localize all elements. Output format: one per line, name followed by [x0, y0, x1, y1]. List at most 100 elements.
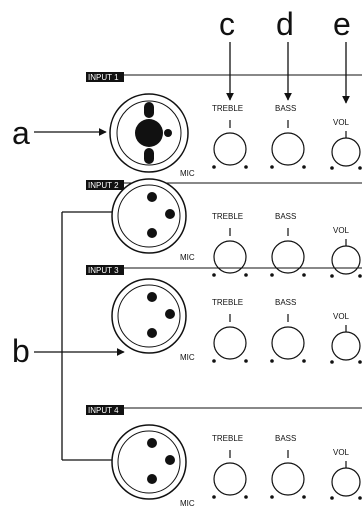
channel-tag-background — [86, 265, 124, 275]
knob-max-dot — [244, 165, 248, 169]
knob-label-vol: VOL — [333, 312, 350, 321]
channel-strip-4: INPUT 4 MIC TREBLE BASS VOL — [86, 405, 362, 508]
bass-knob[interactable] — [270, 120, 306, 169]
xlr-pin-3 — [147, 228, 157, 238]
knob-min-dot — [270, 359, 274, 363]
xlr-jack[interactable] — [111, 278, 187, 354]
knob-circle — [331, 331, 361, 361]
knob-label-treble: TREBLE — [212, 298, 243, 307]
knob-circle — [213, 132, 247, 166]
knob-min-dot — [330, 166, 334, 170]
knob-min-dot — [270, 495, 274, 499]
channel-tag-background — [86, 180, 124, 190]
combo-jack[interactable] — [109, 93, 189, 173]
xlr-pin-1 — [147, 292, 157, 302]
knob-circle — [331, 245, 361, 275]
callout-d: d — [276, 6, 294, 42]
xlr-pin-3 — [147, 474, 157, 484]
knob-circle — [271, 462, 305, 496]
knob-circle — [271, 240, 305, 274]
knob-min-dot — [330, 496, 334, 500]
xlr-pin-2 — [165, 309, 175, 319]
treble-knob[interactable] — [212, 228, 248, 277]
combo-pin-right — [164, 129, 172, 137]
mic-label: MIC — [180, 499, 195, 508]
knob-label-bass: BASS — [275, 298, 296, 307]
knob-label-bass: BASS — [275, 434, 296, 443]
xlr-jack[interactable] — [111, 424, 187, 500]
knob-label-vol: VOL — [333, 118, 350, 127]
knob-circle — [213, 326, 247, 360]
xlr-pin-2 — [165, 209, 175, 219]
channel-tag: INPUT 4 — [88, 406, 119, 415]
knob-min-dot — [212, 359, 216, 363]
knob-min-dot — [212, 495, 216, 499]
knob-min-dot — [212, 273, 216, 277]
knob-circle — [331, 137, 361, 167]
knob-min-dot — [330, 274, 334, 278]
knob-label-treble: TREBLE — [212, 104, 243, 113]
xlr-pin-1 — [147, 192, 157, 202]
knob-min-dot — [270, 165, 274, 169]
mic-label: MIC — [180, 253, 195, 262]
combo-slot-top — [144, 102, 154, 118]
knob-max-dot — [244, 495, 248, 499]
callout-c: c — [219, 6, 235, 42]
channel-tag: INPUT 3 — [88, 266, 119, 275]
callout-a: a — [12, 115, 30, 151]
knob-circle — [213, 240, 247, 274]
knob-max-dot — [358, 360, 362, 364]
xlr-pin-3 — [147, 328, 157, 338]
knob-max-dot — [302, 359, 306, 363]
mic-label: MIC — [180, 353, 195, 362]
channel-strip-3: INPUT 3 MIC TREBLE BASS VOL — [86, 265, 362, 364]
treble-knob[interactable] — [212, 120, 248, 169]
knob-circle — [271, 326, 305, 360]
callout-e: e — [333, 6, 351, 42]
channel-tag: INPUT 2 — [88, 181, 119, 190]
channel-tag: INPUT 1 — [88, 73, 119, 82]
xlr-pin-1 — [147, 438, 157, 448]
channel-strip-1: INPUT 1 MIC TREBLE BASS VOL — [86, 72, 362, 178]
vol-knob[interactable] — [330, 239, 362, 278]
xlr-jack[interactable] — [111, 178, 187, 254]
combo-center — [135, 119, 163, 147]
jack-inner-ring — [117, 284, 181, 348]
channel-tag-background — [86, 72, 124, 82]
channel-strip-2: INPUT 2 MIC TREBLE BASS VOL — [86, 178, 362, 278]
knob-max-dot — [302, 165, 306, 169]
vol-knob[interactable] — [330, 131, 362, 170]
knob-label-bass: BASS — [275, 104, 296, 113]
mic-label: MIC — [180, 169, 195, 178]
treble-knob[interactable] — [212, 314, 248, 363]
knob-max-dot — [302, 495, 306, 499]
knob-label-bass: BASS — [275, 212, 296, 221]
knob-min-dot — [330, 360, 334, 364]
knob-min-dot — [270, 273, 274, 277]
knob-min-dot — [212, 165, 216, 169]
knob-max-dot — [358, 166, 362, 170]
knob-max-dot — [244, 273, 248, 277]
knob-max-dot — [244, 359, 248, 363]
bass-knob[interactable] — [270, 228, 306, 277]
knob-circle — [331, 467, 361, 497]
vol-knob[interactable] — [330, 325, 362, 364]
treble-knob[interactable] — [212, 450, 248, 499]
knob-label-vol: VOL — [333, 226, 350, 235]
knob-max-dot — [358, 496, 362, 500]
knob-label-treble: TREBLE — [212, 212, 243, 221]
knob-max-dot — [302, 273, 306, 277]
channel-tag-background — [86, 405, 124, 415]
callout-b: b — [12, 333, 30, 369]
jack-inner-ring — [117, 430, 181, 494]
knob-circle — [271, 132, 305, 166]
combo-slot-bottom — [144, 148, 154, 164]
xlr-pin-2 — [165, 455, 175, 465]
bass-knob[interactable] — [270, 314, 306, 363]
vol-knob[interactable] — [330, 461, 362, 500]
knob-max-dot — [358, 274, 362, 278]
jack-inner-ring — [117, 184, 181, 248]
bass-knob[interactable] — [270, 450, 306, 499]
